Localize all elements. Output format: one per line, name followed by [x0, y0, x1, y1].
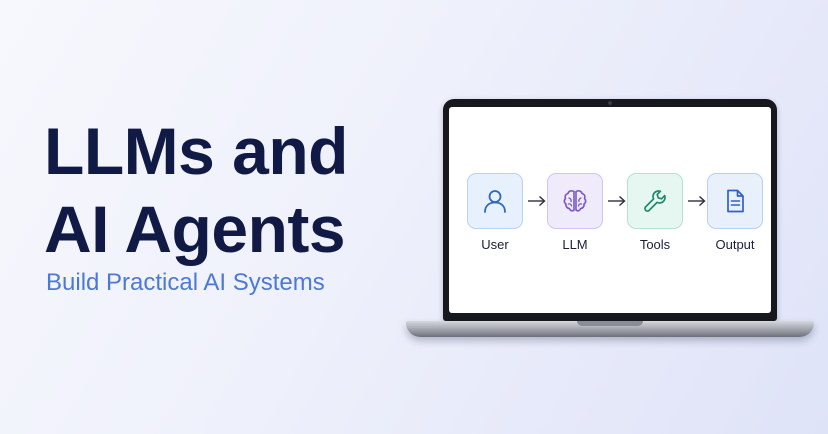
flow-step-llm: LLM [547, 173, 603, 252]
laptop-notch [577, 321, 643, 326]
laptop-base [406, 321, 814, 337]
arrow-right-icon [688, 195, 706, 207]
headline: LLMs and AI Agents [44, 112, 349, 268]
flow-step-label: LLM [562, 237, 588, 252]
headline-line-2: AI Agents [44, 192, 346, 266]
flow-diagram: User LLM [467, 173, 763, 263]
laptop-lid: User LLM [443, 99, 777, 321]
laptop-illustration: User LLM [406, 99, 814, 341]
user-icon [484, 190, 506, 213]
brain-icon [563, 190, 587, 212]
flow-step-label: User [481, 237, 509, 252]
user-icon-box [467, 173, 523, 229]
wrench-icon-box [627, 173, 683, 229]
document-icon-box [707, 173, 763, 229]
flow-step-label: Tools [639, 237, 671, 252]
wrench-icon [644, 190, 666, 212]
webcam [608, 101, 612, 105]
brain-icon-box [547, 173, 603, 229]
flow-step-user: User [467, 173, 523, 252]
subtitle: Build Practical AI Systems [46, 269, 325, 296]
laptop-screen: User LLM [449, 107, 771, 313]
flow-step-label: Output [715, 237, 755, 252]
flow-step-output: Output [707, 173, 763, 252]
flow-step-tools: Tools [627, 173, 683, 252]
arrow-right-icon [528, 195, 546, 207]
headline-line-1: LLMs and [44, 114, 349, 188]
document-icon [727, 189, 744, 213]
arrow-right-icon [608, 195, 626, 207]
